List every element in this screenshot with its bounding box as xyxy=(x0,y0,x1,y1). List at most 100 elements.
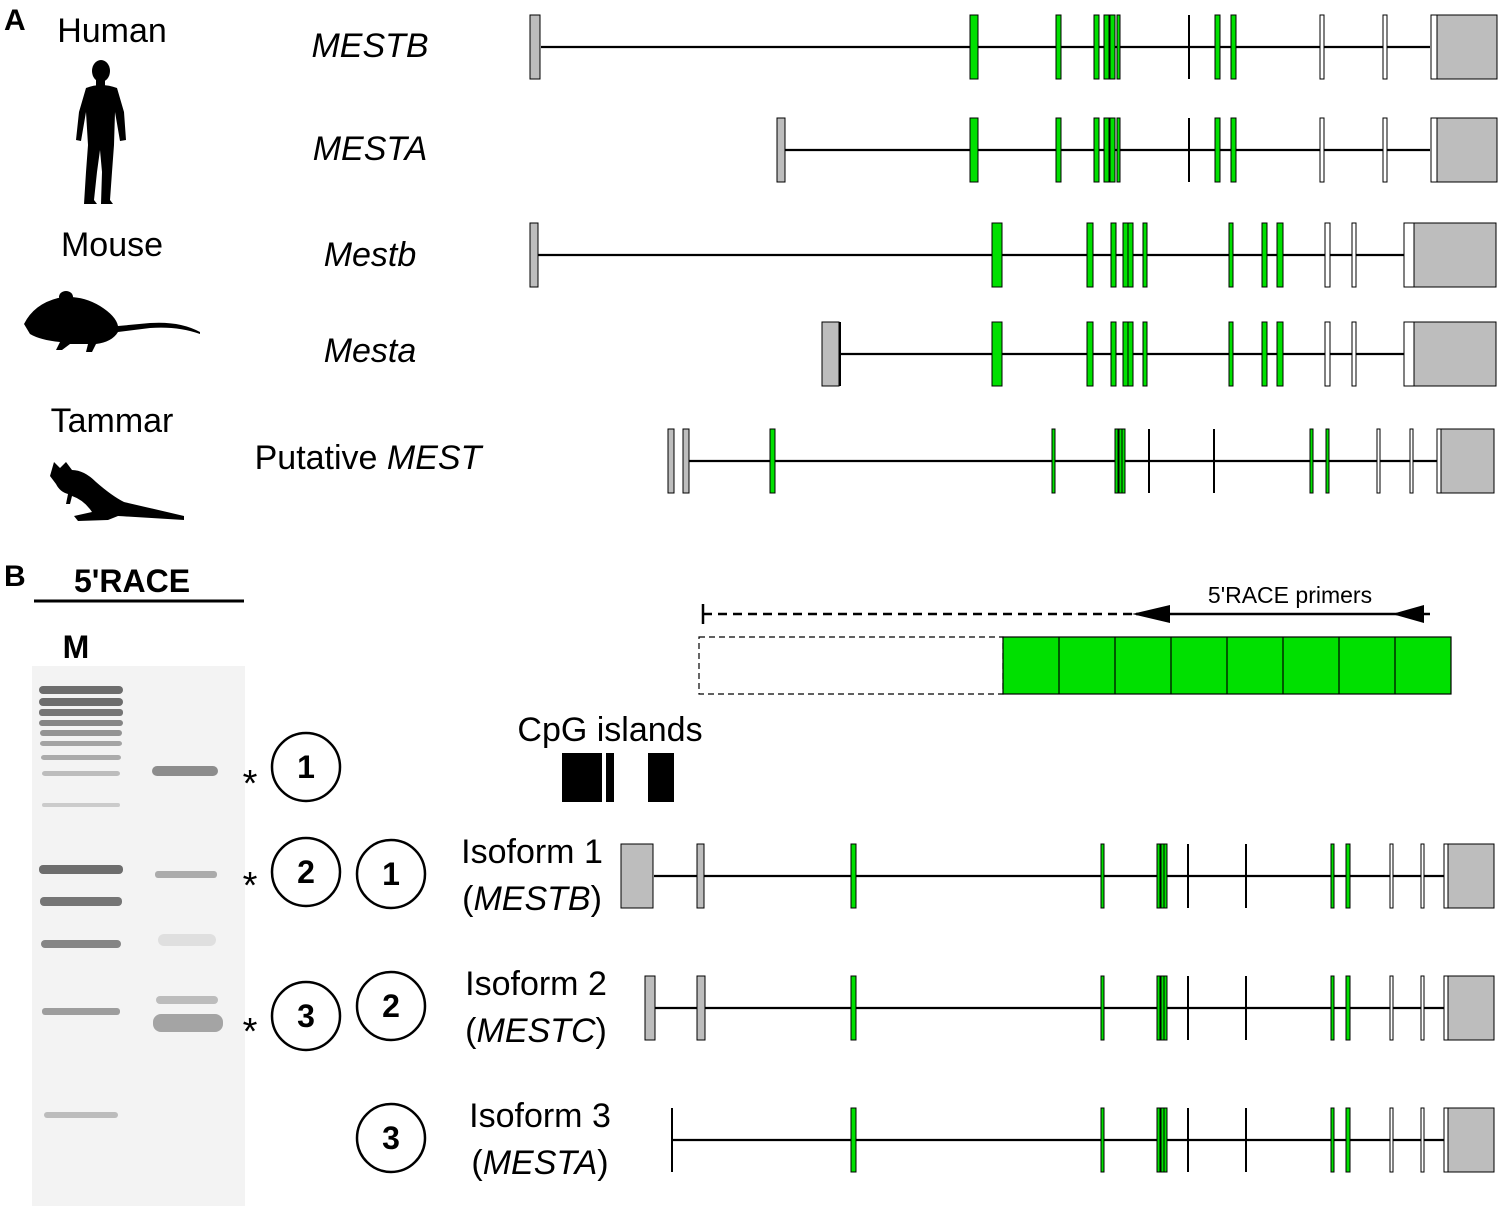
coding-exon xyxy=(769,428,776,494)
noncoding-exon xyxy=(1351,321,1357,387)
noncoding-exon xyxy=(1443,1107,1449,1173)
coding-exon xyxy=(1345,1107,1351,1173)
utr-exon xyxy=(1413,321,1497,387)
coding-exon xyxy=(1055,14,1062,80)
coding-exon xyxy=(850,975,857,1041)
gel-background xyxy=(32,666,245,1206)
isoform-3-number: 3 xyxy=(382,1120,400,1156)
gene-model-mouse-mesta xyxy=(821,321,1497,387)
noncoding-exon xyxy=(1420,843,1425,909)
coding-exon xyxy=(1121,428,1126,494)
gene-model-human-mestb xyxy=(529,14,1498,80)
coding-exon xyxy=(1100,1107,1105,1173)
race-schematic: 5'RACE primers xyxy=(698,582,1452,695)
coding-exon xyxy=(1156,843,1161,909)
noncoding-exon xyxy=(1187,1108,1189,1172)
species-label-human: Human xyxy=(57,12,167,50)
noncoding-exon xyxy=(1188,118,1190,182)
noncoding-exon xyxy=(1409,428,1414,494)
race-primer-outer-arrowhead xyxy=(1132,605,1170,623)
noncoding-exon xyxy=(1420,975,1425,1041)
noncoding-exon xyxy=(1245,1108,1247,1172)
ladder-bands xyxy=(39,686,123,1118)
coding-exon xyxy=(1230,117,1237,183)
noncoding-exon xyxy=(1389,1107,1394,1173)
coding-exon xyxy=(1055,117,1062,183)
cpg-island-1 xyxy=(562,753,602,802)
isoform-1-gene: (MESTB) xyxy=(462,880,602,918)
noncoding-exon xyxy=(1351,222,1357,288)
gene-label-mouse-mestb: Mestb xyxy=(324,236,417,274)
band-3-number: 3 xyxy=(297,998,315,1034)
noncoding-exon xyxy=(1188,15,1190,79)
gel-image xyxy=(32,666,245,1206)
coding-exon xyxy=(1163,1107,1168,1173)
noncoding-exon xyxy=(1420,1107,1425,1173)
noncoding-exon xyxy=(1187,976,1189,1040)
noncoding-exon xyxy=(839,322,841,386)
wallaby-silhouette-icon xyxy=(50,462,184,521)
cpg-island-3 xyxy=(648,753,674,802)
noncoding-exon xyxy=(1324,222,1331,288)
band-2-number: 2 xyxy=(297,854,315,890)
coding-exon xyxy=(1345,975,1351,1041)
sample-bands xyxy=(152,766,223,1032)
coding-exon xyxy=(1309,428,1314,494)
coding-exon xyxy=(1116,14,1121,80)
unknown-5prime-region xyxy=(698,636,1004,695)
band-1-star: * xyxy=(243,763,258,805)
coding-exon xyxy=(1228,222,1234,288)
noncoding-exon xyxy=(1319,14,1325,80)
noncoding-exon xyxy=(1443,843,1449,909)
utr-exon xyxy=(620,843,654,909)
noncoding-exon xyxy=(1403,321,1415,387)
coding-exon xyxy=(1109,117,1116,183)
noncoding-exon xyxy=(1376,428,1381,494)
coding-exon xyxy=(1276,222,1284,288)
mouse-silhouette-icon xyxy=(24,291,200,352)
coding-exon xyxy=(1127,222,1134,288)
panel-a-letter: A xyxy=(4,4,26,37)
coding-exon xyxy=(991,222,1003,288)
utr-exon xyxy=(1413,222,1497,288)
noncoding-exon xyxy=(1436,428,1442,494)
band-3-circle xyxy=(270,980,342,1052)
coding-exon xyxy=(1142,222,1148,288)
coding-exon xyxy=(969,14,979,80)
coding-exon xyxy=(1100,975,1105,1041)
noncoding-exon xyxy=(1187,844,1189,908)
coding-exon xyxy=(1100,843,1105,909)
coding-exon xyxy=(1122,222,1129,288)
isoform-1-number: 1 xyxy=(382,856,400,892)
noncoding-exon xyxy=(1389,975,1394,1041)
marker-lane-label: M xyxy=(63,629,90,665)
band-2-circle xyxy=(270,836,342,908)
coding-exon xyxy=(1116,117,1121,183)
band-3-star: * xyxy=(243,1011,258,1053)
utr-exon xyxy=(682,428,690,494)
coding-exon xyxy=(850,1107,857,1173)
gene-model-human-mesta xyxy=(776,117,1498,183)
noncoding-exon xyxy=(1324,321,1331,387)
utr-exon xyxy=(1436,14,1498,80)
coding-exon xyxy=(1103,14,1110,80)
coding-exon xyxy=(1261,222,1268,288)
band-1-number: 1 xyxy=(297,749,315,785)
noncoding-exon xyxy=(1443,975,1449,1041)
coding-exon xyxy=(1086,321,1094,387)
utr-exon xyxy=(1440,428,1495,494)
coding-exon xyxy=(1163,843,1168,909)
species-label-tammar: Tammar xyxy=(51,402,174,440)
coding-exon xyxy=(1163,975,1168,1041)
coding-exon xyxy=(1156,975,1161,1041)
coding-exon xyxy=(1276,321,1284,387)
coding-exon xyxy=(1109,14,1116,80)
gene-label-mouse-mesta: Mesta xyxy=(324,332,417,370)
gene-label-human-mesta: MESTA xyxy=(313,130,428,168)
utr-exon xyxy=(529,222,539,288)
coding-exon xyxy=(1093,117,1100,183)
coding-exon xyxy=(1156,1107,1161,1173)
isoform-3-gene: (MESTA) xyxy=(471,1144,608,1182)
noncoding-exon xyxy=(1403,222,1415,288)
